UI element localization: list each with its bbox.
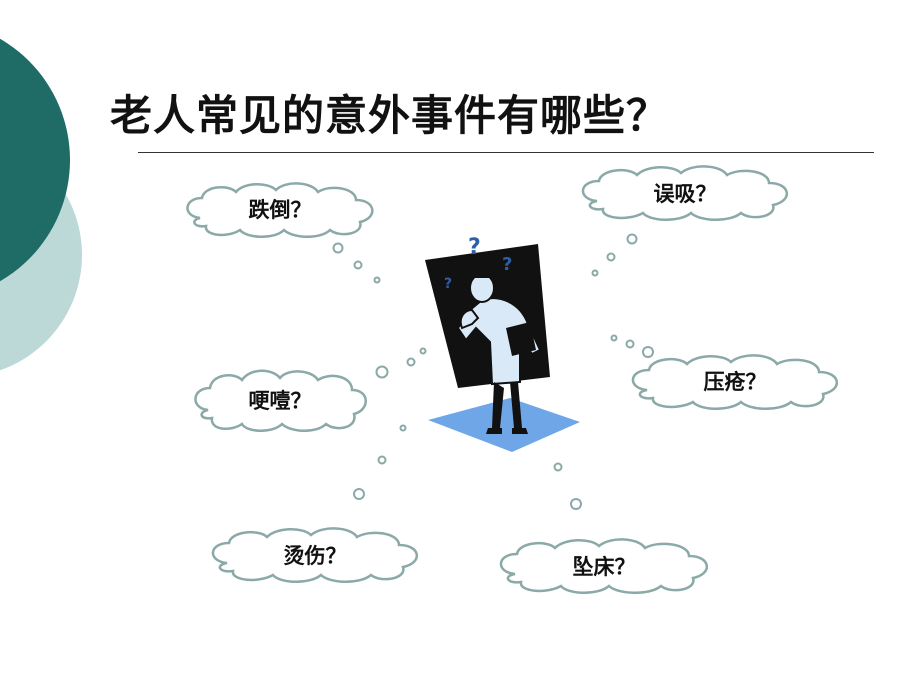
cloud-choke-food: 哽噎？ [190,368,370,432]
question-mark-icon: ? [444,276,452,292]
hand [459,308,480,330]
cloud-choke-inhale: 误吸？ [575,165,795,221]
question-mark-icon: ? [468,235,481,260]
cloud-bed-fall: 坠床？ [493,538,715,594]
left-shoe [486,428,502,434]
right-shoe [512,428,528,434]
left-leg [492,382,504,428]
cloud-fall: 跌倒？ [180,180,380,238]
hair [472,270,494,278]
lab-coat [456,297,542,386]
book [506,322,536,356]
cloud-label: 跌倒？ [248,198,312,222]
title-underline [138,152,874,153]
cloud-label: 压疮？ [703,370,767,394]
cloud-label: 误吸？ [653,182,717,206]
thinking-scientist-illustration: ? ? ? [425,235,580,452]
cloud-scald: 烫伤？ [205,527,425,583]
cloud-label: 哽噎？ [248,389,312,413]
dark-teal-circle [0,38,70,282]
question-mark-icon: ? [502,254,512,275]
cloud-shape [211,527,418,583]
cloud-shape [499,538,708,594]
cloud-shape [631,354,838,410]
cloud-label: 坠床？ [572,555,636,579]
cloud-shape [194,369,367,432]
right-leg [510,382,522,428]
cloud-shape [186,182,374,238]
head [469,273,495,303]
floor-shadow [428,398,580,452]
decorative-circles [0,38,82,371]
slide-title: 老人常见的意外事件有哪些？ [110,91,670,140]
cloud-pressure-sore: 压疮？ [625,352,845,410]
cloud-label: 烫伤？ [283,544,347,568]
cloud-shape [581,165,788,221]
